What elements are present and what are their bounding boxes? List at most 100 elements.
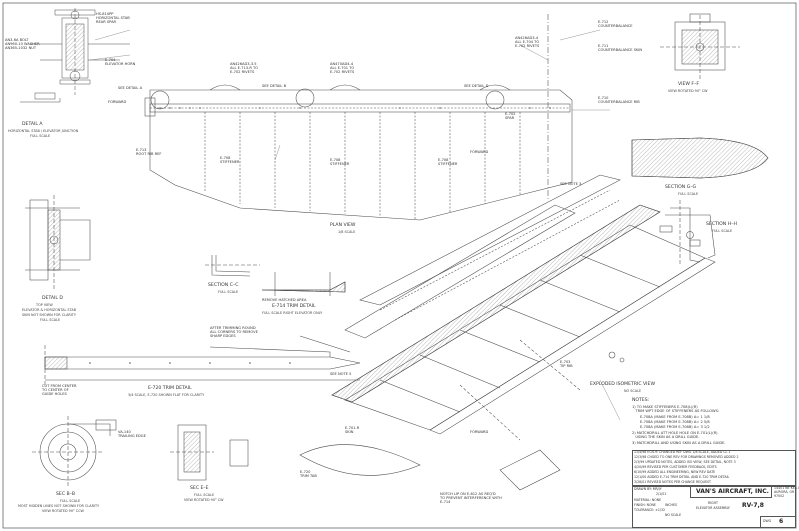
- company-address: 14401 NE KEIL RD AURORA, OR 97002: [774, 486, 799, 498]
- callout-remove-hatched: REMOVE HATCHED AREA: [262, 298, 307, 302]
- callout-counterbalance-rib: E-710 COUNTERBALANCE RIB: [598, 96, 640, 105]
- revision-row: 12/1/00 ADDED E-714 TRIM DETAIL AND E-72…: [634, 475, 730, 479]
- detail-d-view: [25, 195, 91, 290]
- units: INCHES: [665, 503, 677, 507]
- callout-trim-tab: E-720 TRIM TAB: [300, 470, 317, 479]
- sec-bb-sub3: VIEW ROTATED 90° CCW: [42, 509, 84, 513]
- title-line-1: RIGHT: [708, 501, 718, 505]
- callout-see-detail-d: SEE DETAIL D: [464, 84, 489, 88]
- detail-a-title: DETAIL A: [22, 122, 43, 127]
- callout-cut-from-center: CUT FROM CENTER TO CENTER OF GUIDE HOLES: [42, 384, 77, 397]
- note-1b: E-708A (MAKE FROM E-708B) A= 2 5/8: [640, 420, 710, 424]
- isometric-title: EXPLODED ISOMETRIC VIEW: [590, 382, 655, 387]
- sec-bb: [32, 416, 117, 488]
- note-3: 3) MATCHDRILL AND USING SKIN AS A DRILL …: [632, 441, 726, 445]
- dwg-number: 6: [779, 518, 784, 525]
- company-name: VAN'S AIRCRAFT, INC.: [696, 488, 769, 495]
- sec-ee: [170, 424, 249, 481]
- title-line-2: ELEVATOR ASSEMBLY: [696, 506, 730, 510]
- callout-notch: NOTCH LIP ON E-612 AS REQ'D TO PREVENT I…: [440, 492, 502, 505]
- detail-a-sub1: HORIZONTAL STAB / ELEVATOR JUNCTION: [8, 129, 79, 133]
- sec-ee-sub1: FULL SCALE: [194, 493, 215, 497]
- revision-row: 3/28/01 REVISED NOTES PER CHANGE REQUEST: [634, 480, 711, 484]
- section-hh-title: SECTION H–H: [706, 222, 737, 227]
- callout-tip-rib: E-703 TIP RIB: [560, 360, 573, 369]
- e714-sub: FULL SCALE RIGHT ELEVATOR ONLY: [262, 311, 323, 315]
- callout-stiffener-2: E-708 STIFFENER: [330, 158, 350, 167]
- detail-d-sub1: TOP VIEW: [36, 303, 53, 307]
- callout-root-rib: E-713 ROOT RIB REF: [136, 148, 162, 157]
- leader-lines: [89, 29, 621, 421]
- drawing-date: 2/1/01: [656, 492, 667, 496]
- e714-title: E-714 TRIM DETAIL: [272, 304, 316, 309]
- callout-rivets-c: AN426AD3-4 ALL E-704 TO E-702 RIVETS: [515, 36, 540, 49]
- finish: FINISH: NONE: [634, 503, 656, 507]
- isometric-sub: NO SCALE: [624, 389, 642, 393]
- view-ff-sub: VIEW ROTATED 90° CW: [668, 89, 708, 93]
- revision-row: 11/4/98 ECN.9: CHANGED REF DWG 1/8 SCALE…: [634, 450, 731, 454]
- callout-bolt: AN3-6A BOLT AN960-10 WASHER AN365-1032 N…: [5, 38, 40, 51]
- callout-skin: E-701-R SKIN: [345, 426, 360, 435]
- callout-trailing-edge: VA-140 TRAILING EDGE: [118, 430, 146, 439]
- revision-row: 6/10/99 ADDED ALL ENGINEERING, NEW REV D…: [634, 470, 716, 474]
- note-1: 1) TO MAKE STIFFENERS E-708(L)(R) TRIM W…: [632, 405, 720, 414]
- callout-counterbalance: E-712 COUNTERBALANCE: [598, 20, 633, 29]
- sec-ee-title: SEC E–E: [190, 486, 209, 491]
- callout-see-detail-b: SEE DETAIL B: [262, 84, 287, 88]
- callout-horn: E-704 ELEVATOR HORN: [105, 58, 136, 67]
- dwg-label: DWG: [763, 519, 772, 523]
- model-number: RV-7,8: [742, 502, 764, 509]
- tolerance: TOLERANCE: ±1/32: [634, 508, 666, 512]
- revision-row: 2/3/99 UPDATED NOTES, ADDED ISO VIEW, SE…: [634, 460, 736, 464]
- note-1c: E-708A (MAKE FROM E-708B) A= 3 1/2: [640, 425, 710, 429]
- callout-rod-end: HS-810PP HORIZONTAL STAB REAR SPAR: [96, 12, 130, 25]
- plan-view-title: PLAN VIEW: [330, 223, 356, 228]
- callout-spar: E-702 SPAR: [505, 112, 516, 121]
- revision-row: 4/20/99 REVISED PER CUSTOMER FEEDBACK, E…: [634, 465, 717, 469]
- callout-counterbalance-skin: E-711 COUNTERBALANCE SKIN: [598, 44, 643, 53]
- detail-a-view: [20, 8, 130, 103]
- callout-see-note-5: SEE NOTE 5: [330, 372, 352, 376]
- detail-d-sub2: ELEVATOR & HORIZONTAL STAB: [22, 308, 77, 312]
- dwg-cell: [760, 516, 796, 528]
- callout-stiffener-3: E-708 STIFFENER: [438, 158, 458, 167]
- callout-forward-iso: FORWARD: [470, 430, 489, 434]
- view-ff-title: VIEW F–F: [678, 82, 699, 87]
- callout-stiffener-1: E-708 STIFFENER: [220, 156, 240, 165]
- section-gg-sub: FULL SCALE: [678, 192, 699, 196]
- sec-bb-sub2: MOST HIDDEN LINES NOT SHOWN FOR CLARITY: [18, 504, 100, 508]
- section-cc-title: SECTION C–C: [208, 283, 239, 288]
- section-gg-title: SECTION G–G: [665, 185, 697, 190]
- section-cc-sub: FULL SCALE: [218, 290, 239, 294]
- section-hh: [665, 200, 716, 265]
- detail-d-sub4: FULL SCALE: [40, 318, 61, 322]
- plan-view: [144, 14, 573, 221]
- callout-rivets-b: AN470AD4-4 ALL E-701 TO E-702 RIVETS: [330, 62, 355, 75]
- callout-see-note-3: SEE NOTE 3: [560, 182, 582, 186]
- title-block-company-cell: [690, 486, 772, 498]
- drawn-by: DRAWN BY: MR/JY: [634, 487, 662, 491]
- detail-d-sub3: SKIN NOT SHOWN FOR CLARITY: [22, 313, 76, 317]
- note-1a: E-708A (MAKE FROM E-708B) A= 1 1/8: [640, 415, 710, 419]
- callout-rivets-a: AN426AD3-3.5 ALL E-713-R TO E-702 RIVETS: [230, 62, 258, 75]
- revision-block: [632, 450, 796, 486]
- callout-see-detail-a: SEE DETAIL A: [118, 86, 143, 90]
- view-ff: [660, 13, 740, 80]
- sec-ee-sub2: VIEW ROTATED 90° CW: [184, 498, 224, 502]
- detail-d-title: DETAIL D: [42, 296, 63, 301]
- callout-after-trimming: AFTER TRIMMING ROUND ALL CORNERS TO REMO…: [210, 326, 258, 339]
- material: MATERIAL: NONE: [634, 498, 662, 502]
- revision-row: 12/3/98 CHGED TO ONE REV FOR DRAWINGS RE…: [634, 455, 739, 459]
- callout-forward-plan: FORWARD: [470, 150, 489, 154]
- notes-heading: NOTES:: [632, 398, 650, 403]
- sec-bb-sub1: FULL SCALE: [60, 499, 81, 503]
- e714-trim-detail: [261, 272, 346, 296]
- plan-view-sub: 1/8 SCALE: [338, 230, 356, 234]
- isometric-view: [299, 174, 716, 491]
- e720-trim-detail: [44, 335, 361, 385]
- detail-a-sub2: FULL SCALE: [30, 134, 51, 138]
- section-cc: [205, 255, 260, 277]
- scale: NO SCALE: [665, 513, 682, 517]
- sec-bb-title: SEC B–B: [56, 492, 76, 497]
